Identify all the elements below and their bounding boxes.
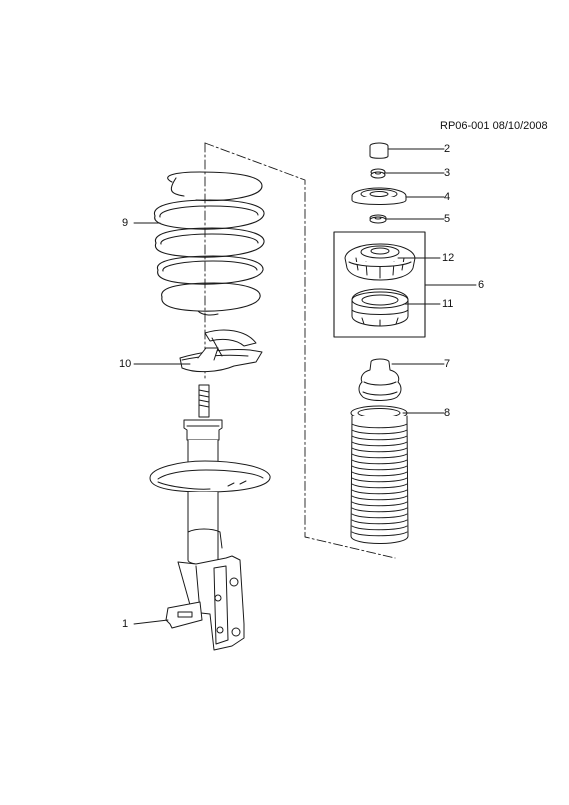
bearing [351,288,409,327]
bump-stop [358,358,402,401]
coil-spring [154,171,265,316]
callout-12: 12 [442,252,455,264]
callout-10: 10 [119,358,132,370]
callout-4: 4 [444,191,451,203]
callout-9: 9 [122,217,129,229]
callout-3: 3 [444,167,451,179]
strut-mount [344,243,416,281]
leader-lines [133,148,477,625]
top-plate [351,187,407,205]
kit-group-box [333,231,426,338]
callout-7: 7 [444,358,451,370]
callout-8: 8 [444,407,451,419]
callout-5: 5 [444,213,451,225]
assembly-centerline [204,142,396,559]
document-reference: RP06-001 08/10/2008 [440,120,548,132]
spring-seat [179,329,263,373]
callout-2: 2 [444,143,451,155]
callout-11: 11 [442,298,454,310]
nut-cap [369,142,389,159]
dust-boot-bellows [351,423,408,537]
callout-6: 6 [478,279,485,291]
callout-1: 1 [122,618,129,630]
washer [369,214,387,224]
strut-assembly [149,384,271,651]
nut [370,168,386,179]
